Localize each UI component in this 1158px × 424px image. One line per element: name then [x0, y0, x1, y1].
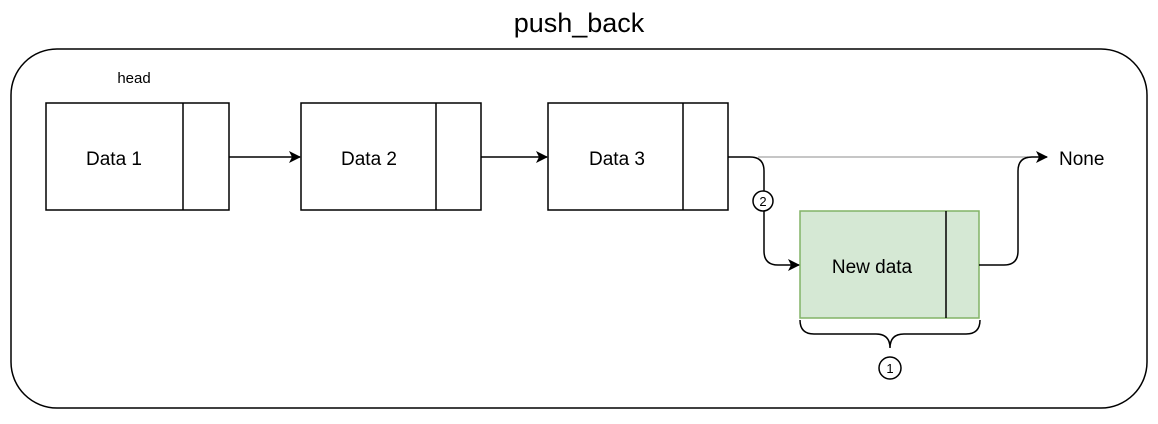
node-data-2-label: Data 2	[341, 149, 397, 170]
node-new-data-box	[799, 210, 980, 319]
step-1-circle	[878, 356, 902, 380]
node-new-data-label: New data	[832, 257, 913, 278]
step-2-marker: 2	[752, 190, 774, 212]
new-data-brace	[799, 319, 981, 349]
head-label: head	[117, 70, 150, 87]
node-data-3: Data 3	[547, 102, 729, 211]
step-2-number: 2	[759, 194, 766, 209]
step-1-number: 1	[886, 361, 893, 376]
link-new-data-to-none	[979, 151, 1048, 266]
node-new-data: New data	[799, 210, 980, 319]
none-label: None	[1059, 149, 1104, 170]
node-data-1: Data 1	[45, 102, 230, 211]
container-frame	[10, 48, 1148, 409]
step-2-circle	[752, 190, 774, 212]
node-data-2: Data 2	[300, 102, 482, 211]
step-1-marker: 1	[878, 356, 902, 380]
node-data-3-box	[547, 102, 729, 211]
node-data-3-label: Data 3	[589, 149, 645, 170]
node-data-1-box	[45, 102, 230, 211]
node-data-1-label: Data 1	[86, 149, 142, 170]
diagram-title: push_back	[514, 8, 645, 38]
